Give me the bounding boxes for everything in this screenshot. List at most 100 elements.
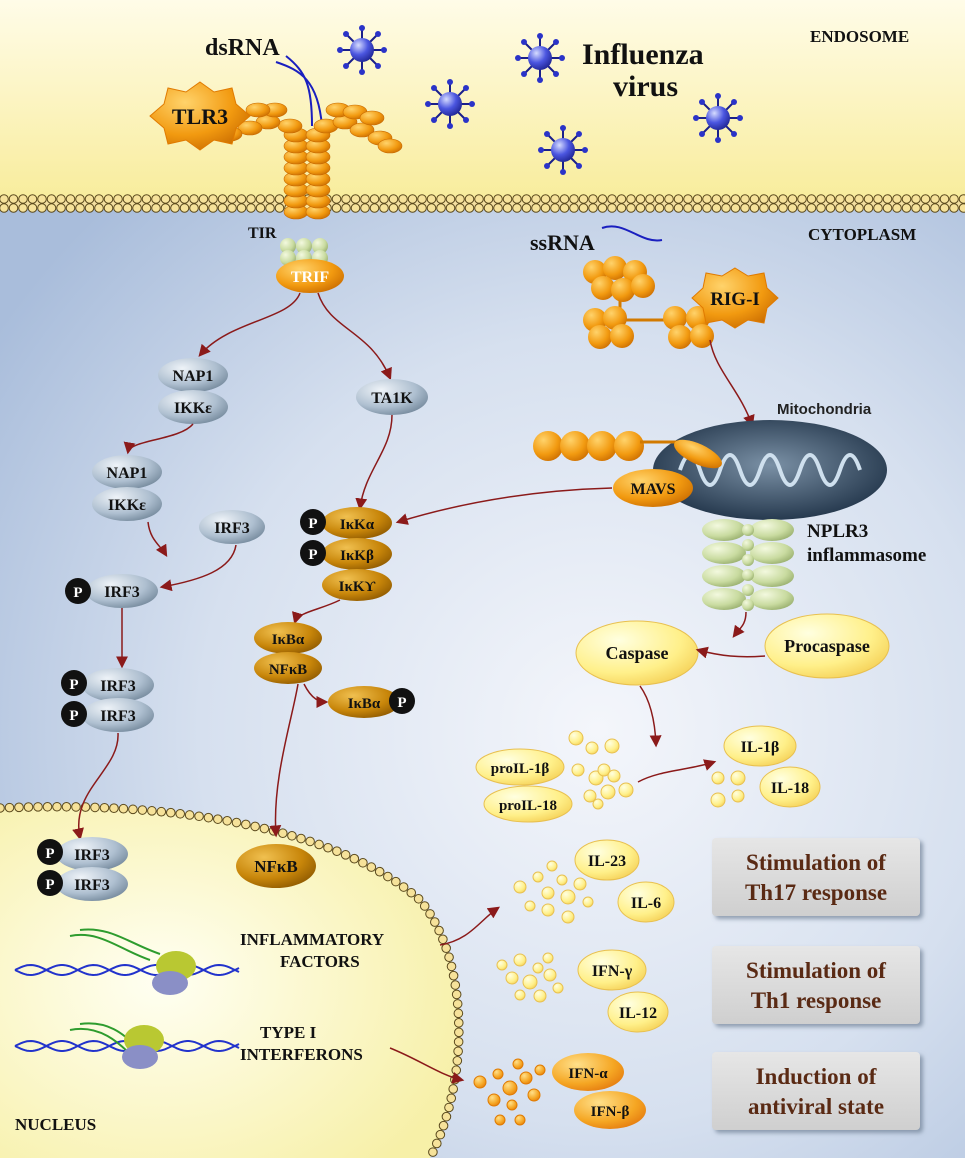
ikkb-node xyxy=(322,538,392,570)
ikkg-node xyxy=(322,569,392,601)
arrow-caspase-cleave xyxy=(639,685,662,748)
nuclear-irf3-a-label: IRF3 xyxy=(74,847,110,864)
caspase-label: Caspase xyxy=(605,643,668,663)
pirf3-dimer-b xyxy=(82,698,154,732)
arrow-ikk-ikba xyxy=(292,599,341,625)
trif-label: TRIF xyxy=(291,269,329,286)
nlrp3-label: NPLR3 xyxy=(807,521,868,542)
ikka-label: IκKα xyxy=(340,517,375,533)
ifna-label: IFN-α xyxy=(568,1066,608,1082)
nap1-node xyxy=(158,358,228,392)
il23-node xyxy=(574,839,640,881)
il18-label: IL-18 xyxy=(771,780,809,797)
tlr3-label: TLR3 xyxy=(172,104,228,129)
il12-node xyxy=(607,991,669,1033)
nuclear-irf3-b xyxy=(56,867,128,901)
phospho-label-ikba: P xyxy=(397,695,406,711)
mitochondrion xyxy=(653,420,887,520)
phospho-badge-ikka xyxy=(300,509,326,535)
ikka-node xyxy=(322,507,392,539)
procaspase-node xyxy=(764,613,890,679)
response-th17-line1: Stimulation of xyxy=(746,850,886,875)
arrow-rigi-mito xyxy=(709,339,755,428)
il6-label: IL-6 xyxy=(631,895,661,912)
ikke-label-2: IKKε xyxy=(108,497,146,514)
phospho-label-3: P xyxy=(69,708,78,724)
proil1b-node xyxy=(475,748,565,786)
ssrna-strand xyxy=(601,225,663,242)
endosome-region xyxy=(0,0,965,205)
il18-node xyxy=(759,766,821,808)
dsrna-strand-2 xyxy=(285,55,313,127)
ifng-node xyxy=(577,949,647,991)
proil18-node xyxy=(483,785,573,823)
mito-cristae xyxy=(678,453,862,487)
phospho-label-ikkb: P xyxy=(308,547,317,563)
nap1-label-2: NAP1 xyxy=(107,465,148,482)
mavs-chain xyxy=(533,431,722,469)
virus-label-2: virus xyxy=(613,70,678,103)
ikba-label: IκBα xyxy=(272,632,305,648)
arrow-ikke-ikke xyxy=(123,423,194,455)
ifn-label-2: INTERFERONS xyxy=(240,1045,363,1064)
ikke-node-2 xyxy=(92,487,162,521)
phospho-badge-ikba xyxy=(389,688,415,714)
ikkg-label: IκKϒ xyxy=(339,579,376,595)
inflam-factors-label: INFLAMMATORY xyxy=(240,930,384,949)
ta1k-label: TA1K xyxy=(371,390,413,407)
nuclear-irf3-a xyxy=(56,837,128,871)
rigi-label: RIG-I xyxy=(710,289,760,310)
ikkb-label: IκKβ xyxy=(340,548,374,564)
pirf3-label: IRF3 xyxy=(104,584,140,601)
arrow-dimer-nucleus xyxy=(72,732,119,841)
nap1-node-2 xyxy=(92,455,162,489)
phospho-label: P xyxy=(73,585,82,601)
virus-label: Influenza xyxy=(582,38,704,71)
ikba-node xyxy=(254,622,322,654)
nfkb-label: NFκB xyxy=(269,662,307,678)
irf3-free-node xyxy=(199,510,265,544)
mavs-label: MAVS xyxy=(630,481,675,498)
pirf3-dimer-a-label: IRF3 xyxy=(100,678,136,695)
ta1k-node xyxy=(356,379,428,415)
il12-label: IL-12 xyxy=(619,1005,657,1022)
th1-particles xyxy=(496,952,564,1003)
cytoplasm-label: CYTOPLASM xyxy=(808,225,916,244)
response-box-antiviral: Induction of antiviral state xyxy=(712,1052,920,1130)
dsrna-label: dsRNA xyxy=(205,35,280,61)
phospho-label-4: P xyxy=(45,846,54,862)
ikke-node xyxy=(158,390,228,424)
ssrna-label: ssRNA xyxy=(530,230,595,255)
nuclear-irf3-b-label: IRF3 xyxy=(74,877,110,894)
ifna-node xyxy=(552,1053,624,1091)
ikke-label: IKKε xyxy=(174,400,212,417)
phospho-badge-2 xyxy=(61,670,87,696)
proil-particles xyxy=(568,730,634,810)
il-particles xyxy=(710,770,746,808)
arrow-nlrp3-caspase xyxy=(732,611,747,638)
nucleus-label: NUCLEUS xyxy=(15,1115,96,1134)
tlr3-badge xyxy=(149,81,251,151)
il23-label: IL-23 xyxy=(588,853,626,870)
response-th17-line2: Th17 response xyxy=(745,880,887,905)
ifnb-label: IFN-β xyxy=(591,1104,630,1120)
arrow-procaspase-caspase xyxy=(695,646,766,659)
il1b-label: IL-1β xyxy=(741,739,780,756)
arrow-ikke-irf3 xyxy=(147,521,168,558)
phospho-badge-5 xyxy=(37,870,63,896)
pirf3-node xyxy=(86,574,158,608)
proil18-label: proIL-18 xyxy=(499,798,557,814)
nfkb-node xyxy=(254,652,322,684)
il1b-node xyxy=(723,725,797,767)
ifnb-node xyxy=(574,1091,646,1129)
th17-particles xyxy=(513,860,594,924)
arrow-inflam-out xyxy=(439,906,500,946)
ifng-label: IFN-γ xyxy=(592,963,633,980)
rigi-badge xyxy=(691,267,779,329)
dna-helix xyxy=(14,963,240,977)
nlrp3-inflammasome xyxy=(702,519,794,611)
phospho-badge xyxy=(65,578,91,604)
phospho-badge-ikkb xyxy=(300,540,326,566)
nuclear-nfkb-label: NFκB xyxy=(254,857,297,876)
